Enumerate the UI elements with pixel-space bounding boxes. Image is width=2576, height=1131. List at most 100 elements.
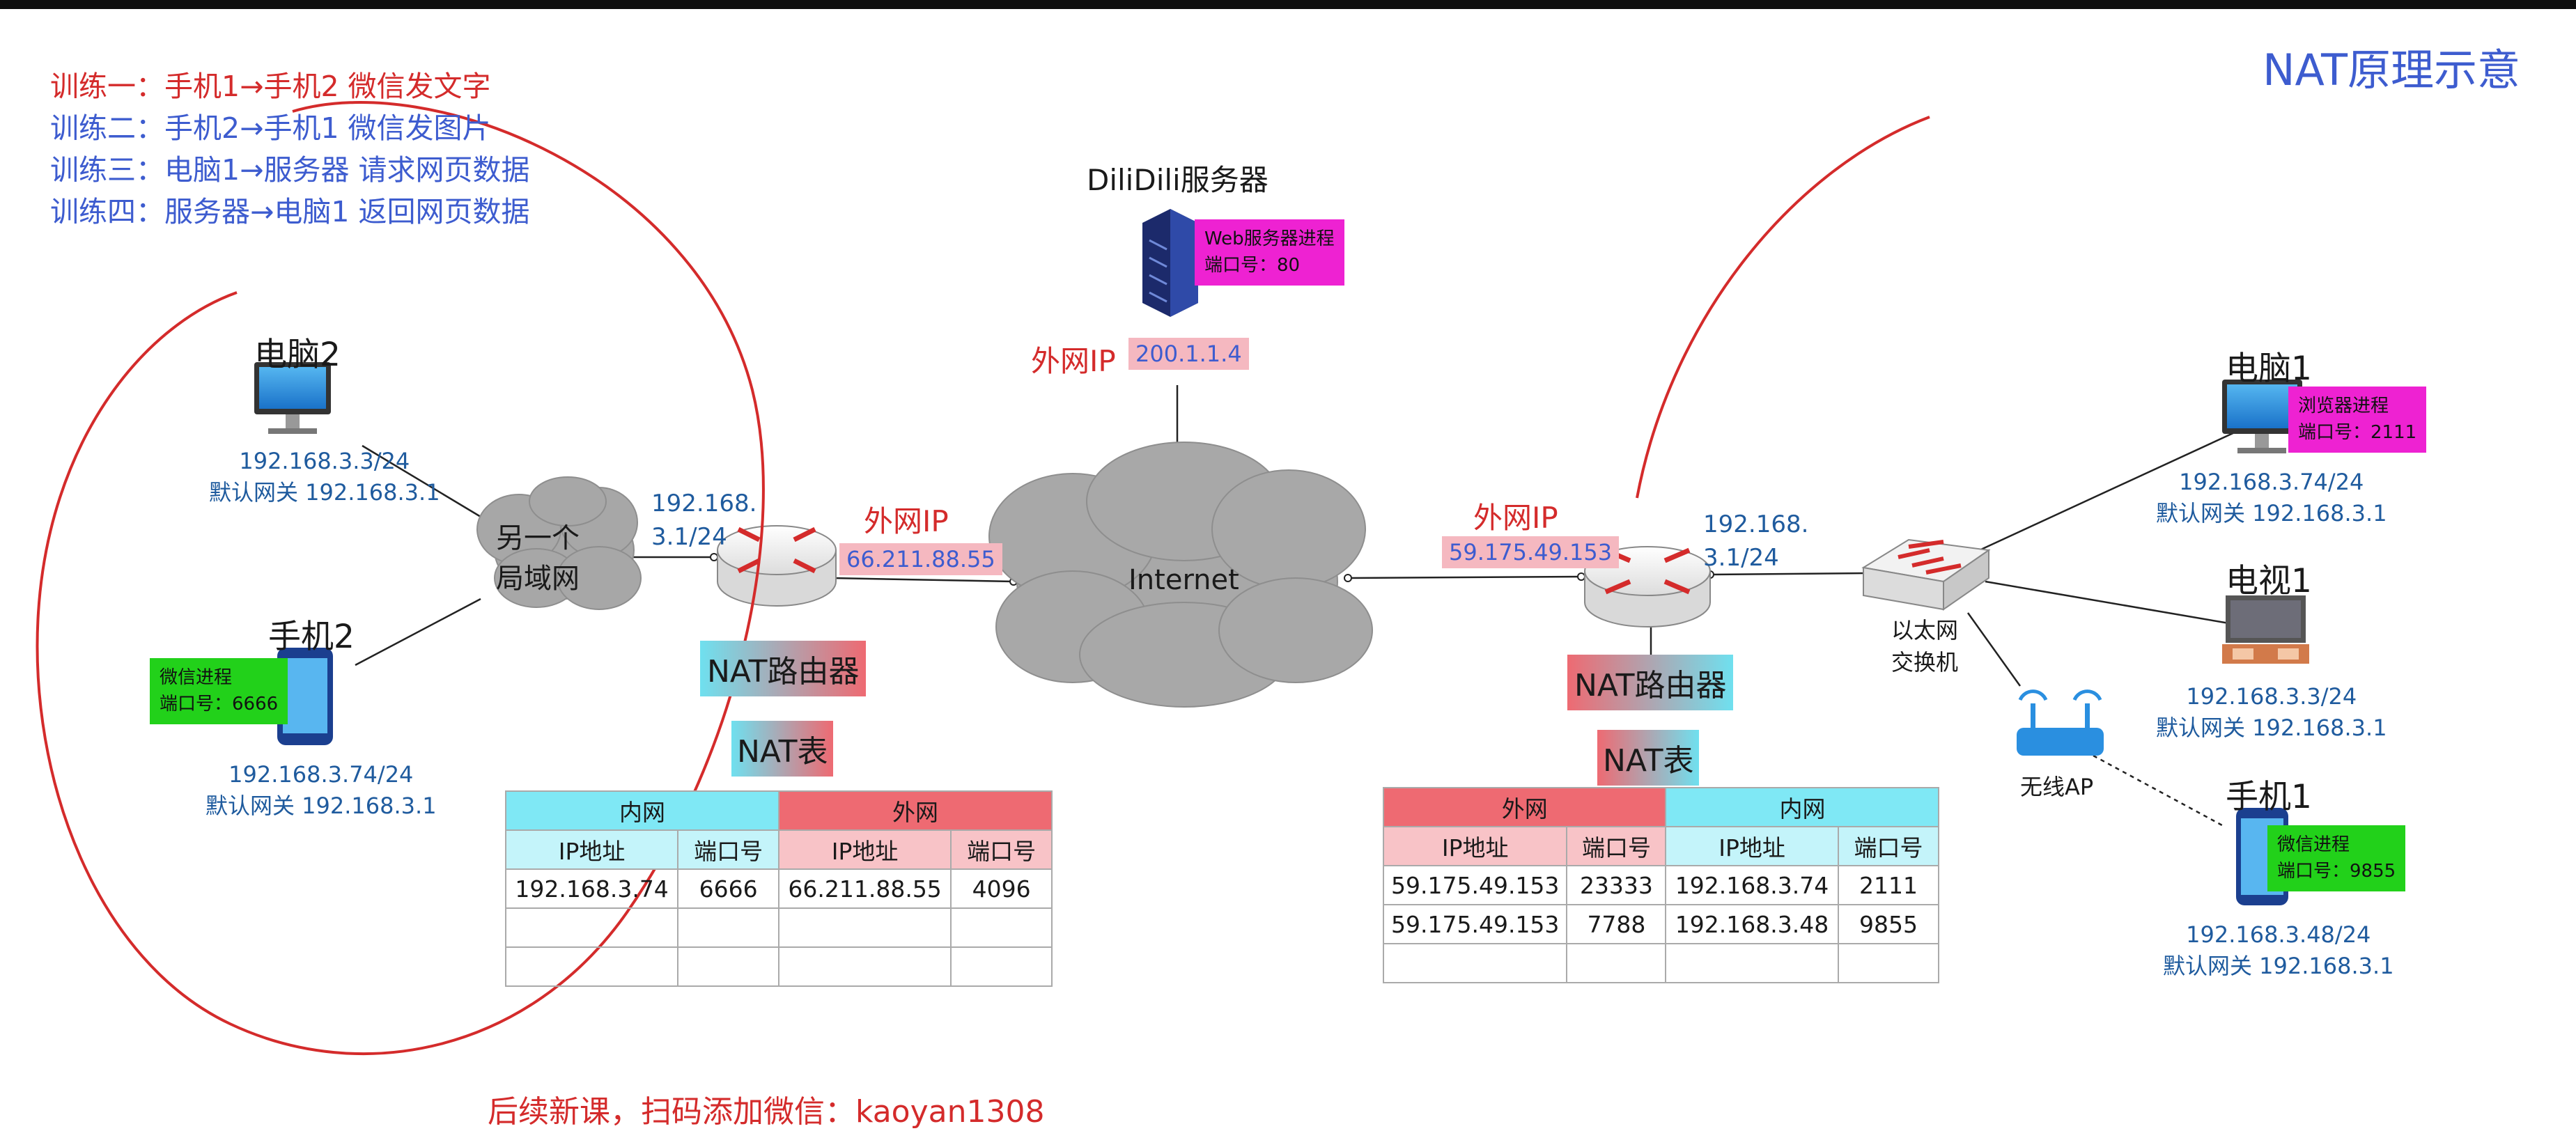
right-table-col-header: IP地址 [1665, 826, 1839, 866]
left-nat-table-label: NAT表 [731, 721, 834, 777]
phone2-gateway: 默认网关 192.168.3.1 [205, 792, 437, 819]
left-router-lan-ip: 192.168. 3.1/24 [651, 490, 757, 551]
table-row: 59.175.49.153 7788 192.168.3.48 9855 [1382, 904, 1940, 944]
lan-cloud-icon [476, 476, 642, 610]
ap-label: 无线AP [2020, 774, 2094, 800]
table-cell [777, 946, 952, 987]
right-table-group-header-wan: 外网 [1382, 787, 1667, 827]
server-process-tag: Web服务器进程 端口号：80 [1195, 219, 1344, 286]
right-table-group-header-lan: 内网 [1665, 787, 1940, 827]
left-nat-table: 内网 外网 IP地址 端口号 IP地址 端口号 192.168.3.74 666… [504, 790, 1053, 987]
left-table-col-header: IP地址 [777, 829, 952, 870]
pc2-icon [254, 362, 331, 434]
right-nat-router-label: NAT路由器 [1567, 655, 1734, 710]
right-wan-label: 外网IP [1473, 501, 1558, 535]
table-cell: 192.168.3.48 [1665, 904, 1839, 944]
page-title: NAT原理示意 [2263, 45, 2520, 95]
table-cell [950, 907, 1053, 948]
left-wan-ip: 66.211.88.55 [839, 543, 1002, 575]
training-item-3: 训练三：电脑1→服务器 请求网页数据 [50, 153, 530, 187]
right-wan-ip: 59.175.49.153 [1442, 536, 1620, 568]
table-row [504, 946, 1053, 987]
table-cell: 9855 [1837, 904, 1940, 944]
right-router-lan-ip: 192.168. 3.1/24 [1703, 510, 1809, 572]
left-table-col-header: 端口号 [677, 829, 779, 870]
table-cell: 192.168.3.74 [1665, 865, 1839, 905]
table-cell [1566, 943, 1667, 983]
left-table-col-header: IP地址 [504, 829, 679, 870]
server-icon [1142, 209, 1198, 317]
pc1-icon [2222, 380, 2302, 453]
table-cell: 59.175.49.153 [1382, 904, 1568, 944]
right-table-col-header: 端口号 [1837, 826, 1940, 866]
table-row [1382, 943, 1940, 983]
phone1-gateway: 默认网关 192.168.3.1 [2163, 952, 2394, 979]
pc2-gateway: 默认网关 192.168.3.1 [209, 478, 440, 506]
phone2-ip: 192.168.3.74/24 [228, 761, 414, 788]
pc1-address: 192.168.3.74/24 默认网关 192.168.3.1 [2156, 467, 2387, 529]
table-cell [1382, 943, 1568, 983]
left-table-group-header-wan: 外网 [778, 790, 1053, 831]
table-cell [677, 946, 779, 987]
phone2-port: 端口号：6666 [160, 693, 279, 715]
table-cell [1837, 943, 1940, 983]
left-router-icon [717, 525, 837, 607]
server-port: 端口号：80 [1204, 254, 1301, 276]
right-router-icon [1584, 546, 1711, 627]
server-name: DiliDili服务器 [1087, 163, 1268, 197]
pc1-ip: 192.168.3.74/24 [2179, 469, 2364, 495]
table-row [504, 907, 1053, 948]
table-cell: 23333 [1566, 865, 1667, 905]
table-cell: 66.211.88.55 [777, 868, 952, 909]
switch-icon [1861, 538, 1991, 611]
pc2-name: 电脑2 [254, 336, 341, 374]
table-cell [777, 907, 952, 948]
right-nat-table-label: NAT表 [1597, 730, 1700, 786]
left-nat-router-label: NAT路由器 [700, 641, 867, 696]
annotation-arc [1636, 116, 1930, 499]
table-cell: 2111 [1837, 865, 1940, 905]
tv1-address: 192.168.3.3/24 默认网关 192.168.3.1 [2156, 681, 2387, 744]
pc1-port: 端口号：2111 [2298, 421, 2417, 443]
pc1-process: 浏览器进程 [2298, 396, 2389, 416]
phone1-process-tag: 微信进程 端口号：9855 [2267, 825, 2406, 892]
server-wan-label: 外网IP [1031, 344, 1116, 378]
table-cell [677, 907, 779, 948]
lan-cloud-label: 另一个 局域网 [496, 522, 580, 595]
annotation-circle [36, 101, 765, 1055]
pc1-gateway: 默认网关 192.168.3.1 [2156, 499, 2387, 526]
table-cell [950, 946, 1053, 987]
training-item-1: 训练一：手机1→手机2 微信发文字 [50, 70, 491, 103]
table-cell [504, 946, 679, 987]
table-cell: 192.168.3.74 [504, 868, 679, 909]
phone1-process: 微信进程 [2277, 834, 2350, 855]
footer-note: 后续新课，扫码添加微信：kaoyan1308 [488, 1094, 1045, 1130]
left-table-col-header: 端口号 [950, 829, 1053, 870]
top-bar [0, 0, 2576, 9]
tv1-name: 电视1 [2226, 562, 2312, 600]
phone1-port: 端口号：9855 [2277, 860, 2396, 882]
internet-label: Internet [1128, 564, 1239, 596]
phone2-icon [277, 648, 333, 745]
pc2-ip: 192.168.3.3/24 [239, 448, 410, 474]
table-cell: 59.175.49.153 [1382, 865, 1568, 905]
server-wan-ip: 200.1.1.4 [1128, 338, 1249, 370]
right-table-col-header: IP地址 [1382, 826, 1568, 866]
tv1-icon [2222, 595, 2309, 664]
phone2-process: 微信进程 [160, 667, 233, 688]
table-cell [1665, 943, 1839, 983]
table-cell [504, 907, 679, 948]
phone1-name: 手机1 [2226, 778, 2312, 816]
internet-cloud-icon [988, 442, 1373, 708]
right-nat-table: 外网 内网 IP地址 端口号 IP地址 端口号 59.175.49.153 23… [1382, 787, 1940, 983]
phone1-address: 192.168.3.48/24 默认网关 192.168.3.1 [2163, 919, 2394, 982]
tv1-ip: 192.168.3.3/24 [2186, 683, 2357, 710]
phone2-name: 手机2 [268, 618, 355, 656]
table-row: 59.175.49.153 23333 192.168.3.74 2111 [1382, 865, 1940, 905]
training-item-2: 训练二：手机2→手机1 微信发图片 [50, 111, 491, 145]
tv1-gateway: 默认网关 192.168.3.1 [2156, 714, 2387, 741]
wireless-ap-icon [2017, 689, 2104, 756]
pc2-address: 192.168.3.3/24 默认网关 192.168.3.1 [209, 446, 440, 508]
table-row: 192.168.3.74 6666 66.211.88.55 4096 [504, 868, 1053, 909]
server-process: Web服务器进程 [1204, 228, 1335, 249]
